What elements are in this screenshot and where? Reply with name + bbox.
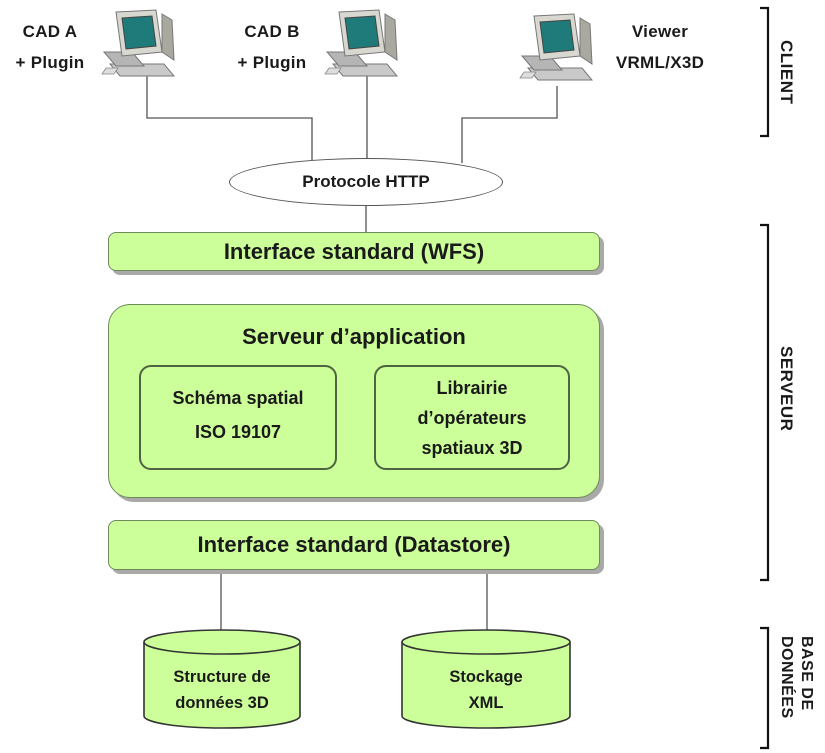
- computer-icon: [101, 9, 176, 77]
- structure-db-label: Structure de données 3D: [142, 664, 302, 716]
- datastore-interface-label: Interface standard (Datastore): [197, 532, 511, 557]
- client-cad-a-label: CAD A + Plugin: [0, 16, 100, 78]
- application-server-title: Serveur d’application: [242, 324, 466, 349]
- client-viewer-label: Viewer VRML/X3D: [598, 16, 722, 78]
- operators-line1: Librairie: [436, 378, 508, 398]
- database-cylinder-structure: [143, 629, 301, 729]
- client-name: CAD B: [244, 22, 300, 41]
- computer-icon: [519, 13, 594, 81]
- database-bracket: [760, 626, 770, 750]
- xml-db-label: Stockage XML: [400, 664, 572, 716]
- operators-line3: spatiaux 3D: [421, 438, 523, 458]
- spatial-schema-standard: ISO 19107: [194, 422, 282, 442]
- protocol-label: Protocole HTTP: [302, 172, 430, 191]
- xml-db-line2: XML: [468, 694, 504, 712]
- spatial-schema-name: Schéma spatial: [172, 388, 304, 408]
- operators-line2: d’opérateurs: [417, 408, 527, 428]
- spatial-operators-box: Librairie d’opérateurs spatiaux 3D: [374, 365, 570, 470]
- structure-db-line1: Structure de: [173, 668, 271, 686]
- client-name: Viewer: [631, 22, 689, 41]
- connector-viewer: [461, 86, 558, 163]
- server-bracket: [760, 223, 770, 582]
- client-bracket: [760, 6, 770, 138]
- client-plugin: + Plugin: [237, 53, 307, 72]
- computer-icon: [324, 9, 399, 77]
- spatial-schema-box: Schéma spatial ISO 19107: [139, 365, 337, 470]
- client-format: VRML/X3D: [615, 53, 705, 72]
- structure-db-line2: données 3D: [175, 694, 269, 712]
- datastore-interface-box: Interface standard (Datastore): [108, 520, 600, 570]
- tier-server-label: SERVEUR: [777, 346, 796, 432]
- tier-database-label: BASE DE DONNÉES: [778, 636, 815, 719]
- protocol-ellipse: Protocole HTTP: [229, 158, 503, 206]
- client-cad-b-label: CAD B + Plugin: [220, 16, 324, 78]
- client-plugin: + Plugin: [15, 53, 85, 72]
- tier-client-label: CLIENT: [777, 40, 796, 105]
- connector-cad-a: [146, 76, 313, 163]
- client-name: CAD A: [22, 22, 78, 41]
- wfs-interface-box: Interface standard (WFS): [108, 232, 600, 271]
- xml-db-line1: Stockage: [449, 668, 523, 686]
- application-server-box: Serveur d’application Schéma spatial ISO…: [108, 304, 600, 498]
- wfs-interface-label: Interface standard (WFS): [223, 239, 485, 264]
- database-cylinder-xml: [401, 629, 571, 729]
